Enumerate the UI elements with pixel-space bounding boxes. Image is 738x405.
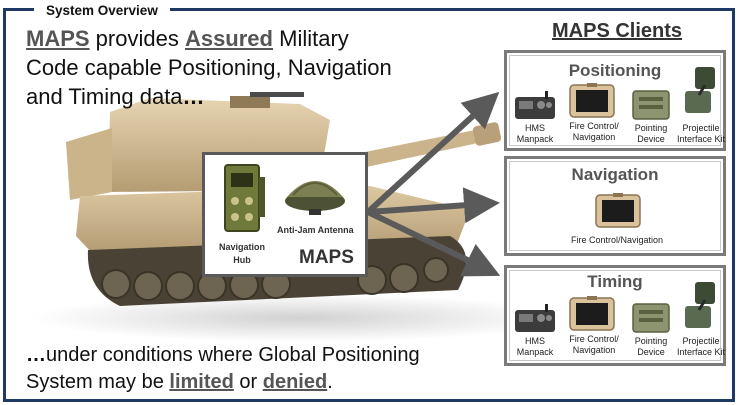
timing-device-label-2: Fire Control/ Navigation: [569, 334, 619, 355]
navigation-hub-icon: [224, 164, 265, 232]
radio-manpack-icon: [515, 91, 555, 119]
navigation-panel: Navigation Fire Control/Navigation: [504, 156, 726, 256]
tablet-icon: [569, 83, 615, 118]
maps-title: MAPS: [299, 247, 354, 268]
pointing-device-icon: [632, 90, 670, 120]
headline-assured: Assured: [184, 26, 273, 51]
radio-manpack-icon: [515, 304, 555, 332]
navigation-device-label-1: Fire Control/Navigation: [570, 235, 664, 245]
footer-text: …under conditions where Global Positioni…: [26, 342, 486, 396]
headline-provides: provides: [89, 26, 185, 51]
timing-device-label-3: Pointing Device: [634, 336, 668, 357]
projectile-kit-icon: [685, 282, 715, 328]
timing-device-label-1: HMS Manpack: [516, 336, 554, 357]
navigation-title: Navigation: [571, 165, 659, 184]
headline: MAPS provides Assured Military Code capa…: [26, 24, 406, 111]
positioning-panel: Positioning HMS Manpack Fire Control/ Na…: [504, 50, 726, 151]
headline-rest: Military Code capable Positioning, Navig…: [26, 26, 392, 109]
anti-jam-antenna-label: Anti-Jam Antenna: [277, 225, 354, 235]
anti-jam-antenna-icon: [285, 181, 345, 215]
timing-title: Timing: [587, 272, 643, 291]
navigation-hub-label: Navigation Hub: [218, 242, 265, 265]
positioning-device-label-3: Pointing Device: [634, 123, 668, 144]
pointing-device-icon: [632, 303, 670, 333]
maps-clients-title: MAPS Clients: [552, 20, 683, 42]
footer-period: .: [327, 371, 333, 393]
headline-maps: MAPS: [26, 26, 90, 51]
maps-box: Anti-Jam Antenna Navigation Hub MAPS: [202, 152, 368, 277]
headline-ellipsis: …: [182, 84, 205, 109]
projectile-kit-icon: [685, 67, 715, 113]
tablet-icon: [569, 296, 615, 331]
timing-panel: Timing HMS Manpack Fire Control/ Navigat…: [504, 265, 726, 366]
footer-ellipsis: …: [26, 344, 46, 366]
section-tag: System Overview: [34, 2, 170, 19]
footer-conditions: under conditions where Global Positionin…: [26, 344, 420, 393]
timing-device-label-4: Projectile Interface Kit: [676, 336, 726, 357]
footer-denied: denied: [262, 371, 328, 393]
footer-limited: limited: [169, 371, 234, 393]
footer-or: or: [233, 371, 263, 393]
tablet-icon: [595, 193, 641, 228]
positioning-device-label-4: Projectile Interface Kit: [676, 123, 726, 144]
positioning-device-label-2: Fire Control/ Navigation: [569, 121, 619, 142]
positioning-device-label-1: HMS Manpack: [516, 123, 554, 144]
positioning-title: Positioning: [568, 61, 662, 80]
